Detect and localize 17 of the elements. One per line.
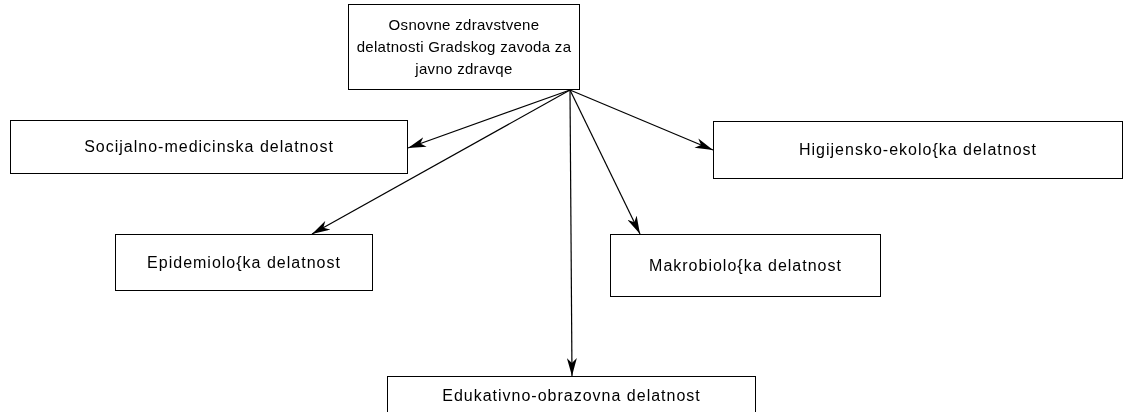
process-box: [10, 120, 408, 174]
arrow: [566, 89, 577, 377]
arrow: [407, 89, 571, 149]
process-box: [387, 376, 756, 412]
box-label: Makrobiolo{ka delatnost: [649, 255, 842, 276]
process-box: [115, 234, 373, 291]
box-label: Epidemiolo{ka delatnost: [147, 252, 341, 273]
title-box: [348, 4, 580, 90]
arrow: [569, 89, 714, 151]
box-label: Socijalno-medicinska delatnost: [84, 137, 334, 157]
arrow: [569, 89, 641, 235]
process-box: [610, 234, 881, 297]
process-box: [713, 121, 1123, 179]
arrow: [311, 89, 571, 235]
box-label: Edukativno-obrazovna delatnost: [442, 386, 701, 406]
box-label: Higijensko-ekolo{ka delatnost: [799, 140, 1037, 160]
box-label: Osnovne zdravstvene delatnosti Gradskog zavoda za javno zdravqe: [355, 15, 573, 79]
